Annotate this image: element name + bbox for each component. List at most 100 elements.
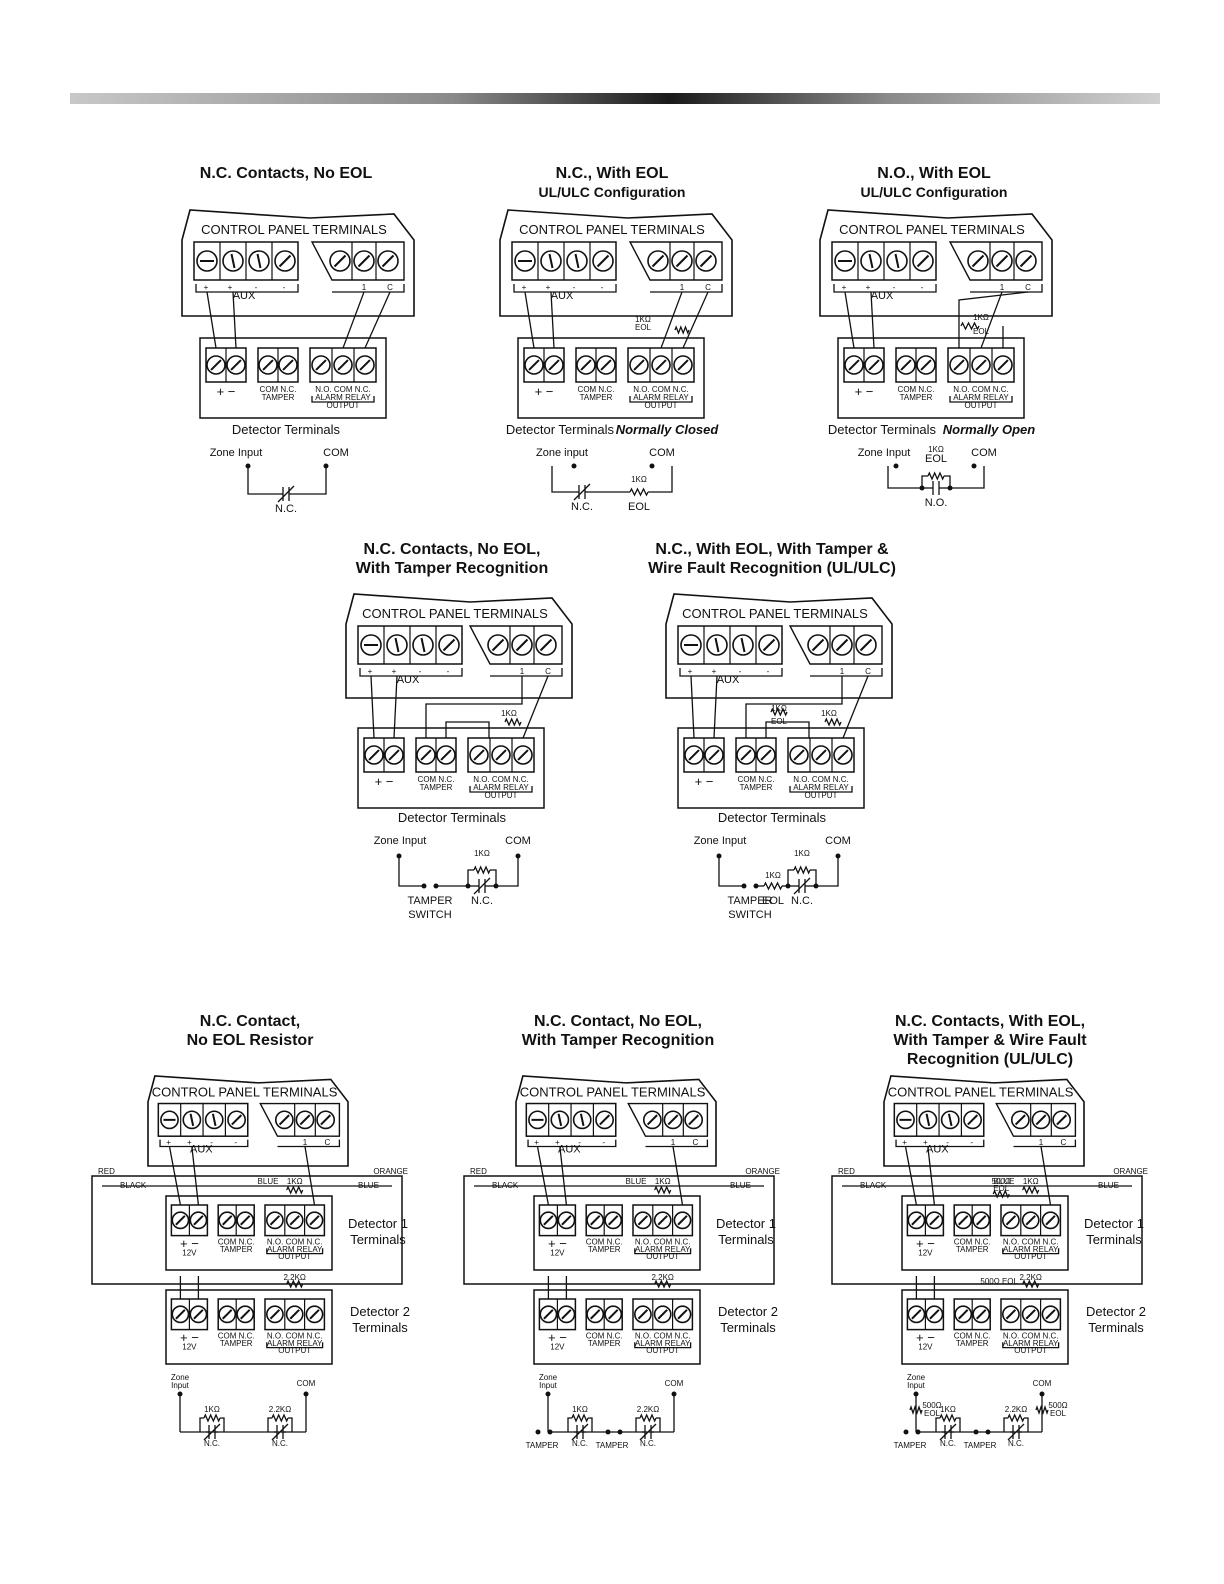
resistor-value: 1KΩ (928, 445, 944, 454)
zone-input-label: Zone Input (374, 835, 427, 847)
screw-terminal (528, 1110, 547, 1130)
screw-terminal (704, 745, 724, 765)
wire (548, 253, 554, 269)
wire (445, 721, 490, 738)
junction-dot (971, 463, 977, 469)
panel-outline (499, 209, 733, 317)
polarity-label: + − (548, 1236, 567, 1251)
relay-bracket (266, 1342, 324, 1349)
terminal-label: OUTPUT (278, 1346, 311, 1355)
wire (381, 254, 395, 268)
terminal-label: 1 (520, 667, 525, 676)
wire (271, 1423, 289, 1441)
wire (288, 1417, 293, 1432)
resistor-value: 500Ω (1048, 1401, 1067, 1410)
screw-terminal (227, 1110, 246, 1130)
screw-terminal (586, 1305, 605, 1324)
wire (637, 1215, 649, 1226)
wire (247, 466, 280, 495)
resistor-value: 2.2KΩ (283, 1273, 305, 1282)
wire (394, 637, 400, 653)
screw-terminal (274, 250, 296, 272)
relay-bracket (949, 396, 1013, 403)
wire (995, 254, 1009, 268)
wire (672, 1146, 684, 1206)
diagram-title: N.C., With EOL, With Tamper & (655, 541, 889, 558)
screw-terminal (991, 250, 1013, 272)
resistor-value: 1KΩ (973, 313, 989, 322)
screw-terminal (353, 250, 375, 272)
terminal-label: ALARM RELAY (635, 1339, 691, 1348)
wire (231, 1114, 243, 1126)
wire (559, 1146, 568, 1206)
wire (524, 291, 535, 349)
wire (590, 1309, 601, 1320)
terminal-label: ALARM RELAY (267, 1339, 323, 1348)
wire (929, 1215, 940, 1226)
screw-terminal (218, 1211, 237, 1230)
aux-bracket (679, 668, 783, 677)
detector-caption: Detector Terminals (506, 422, 615, 437)
wire (517, 749, 529, 761)
terminal-label: + (923, 1138, 928, 1147)
wire (639, 1423, 657, 1441)
voltage-label: 12V (550, 1342, 565, 1351)
detector1-label: Detector 1 (716, 1216, 776, 1231)
wire (677, 1215, 688, 1226)
com-label: COM (323, 447, 349, 459)
wire (637, 1309, 649, 1320)
resistor-icon (654, 1185, 672, 1195)
wire (599, 1114, 611, 1126)
detector1-label: Detector 1 (348, 1216, 408, 1231)
terminal-block (627, 1102, 709, 1137)
wire-color-label: BLACK (120, 1181, 147, 1190)
screw-terminal (1031, 1110, 1051, 1130)
screw-terminal (907, 1305, 926, 1324)
screw-terminal (189, 1305, 208, 1324)
detector-mode: Normally Open (943, 422, 1036, 437)
wire (655, 359, 667, 371)
terminal-label: + (204, 283, 209, 292)
wire (220, 1417, 225, 1432)
wire (210, 359, 222, 371)
wire (571, 1423, 589, 1441)
terminal-block (264, 1298, 326, 1331)
polarity-label: + − (855, 384, 874, 399)
wire (289, 1215, 300, 1226)
wire-color-label: BLUE (358, 1181, 379, 1190)
resistor-icon (939, 1413, 957, 1423)
wire-loop (91, 1175, 403, 1285)
terminal-label: 1 (680, 283, 685, 292)
diagram-title: N.C. Contacts, No EOL, (364, 541, 541, 558)
wire-color-label: RED (838, 1167, 855, 1176)
terminal-label: - (578, 1138, 581, 1147)
wire (596, 254, 610, 268)
wire (1035, 1114, 1047, 1126)
screw-terminal (604, 1211, 623, 1230)
panel-outline (147, 1075, 349, 1167)
screw-terminal (258, 355, 278, 375)
wire (887, 466, 922, 489)
panel-outline (345, 593, 573, 699)
terminal-label: COM N.C. (954, 1332, 991, 1341)
terminal-label: TAMPER (588, 1245, 621, 1254)
terminal-label: COM N.C. (586, 1238, 623, 1247)
wire (579, 1113, 585, 1127)
wire (1007, 1423, 1025, 1441)
zone-input-label: Input (539, 1381, 558, 1390)
wire (222, 1309, 233, 1320)
nc-contact-icon (277, 485, 295, 503)
junction-dot (985, 1429, 991, 1435)
relay-bracket (789, 786, 853, 793)
terminal-label: + (166, 1138, 171, 1147)
wire (193, 1215, 204, 1226)
wire (211, 1113, 217, 1127)
screw-terminal (285, 1211, 304, 1230)
diagram-title: With Tamper & Wire Fault (893, 1032, 1087, 1049)
wire (682, 291, 709, 349)
resistor-label: EOL (993, 1184, 1010, 1193)
